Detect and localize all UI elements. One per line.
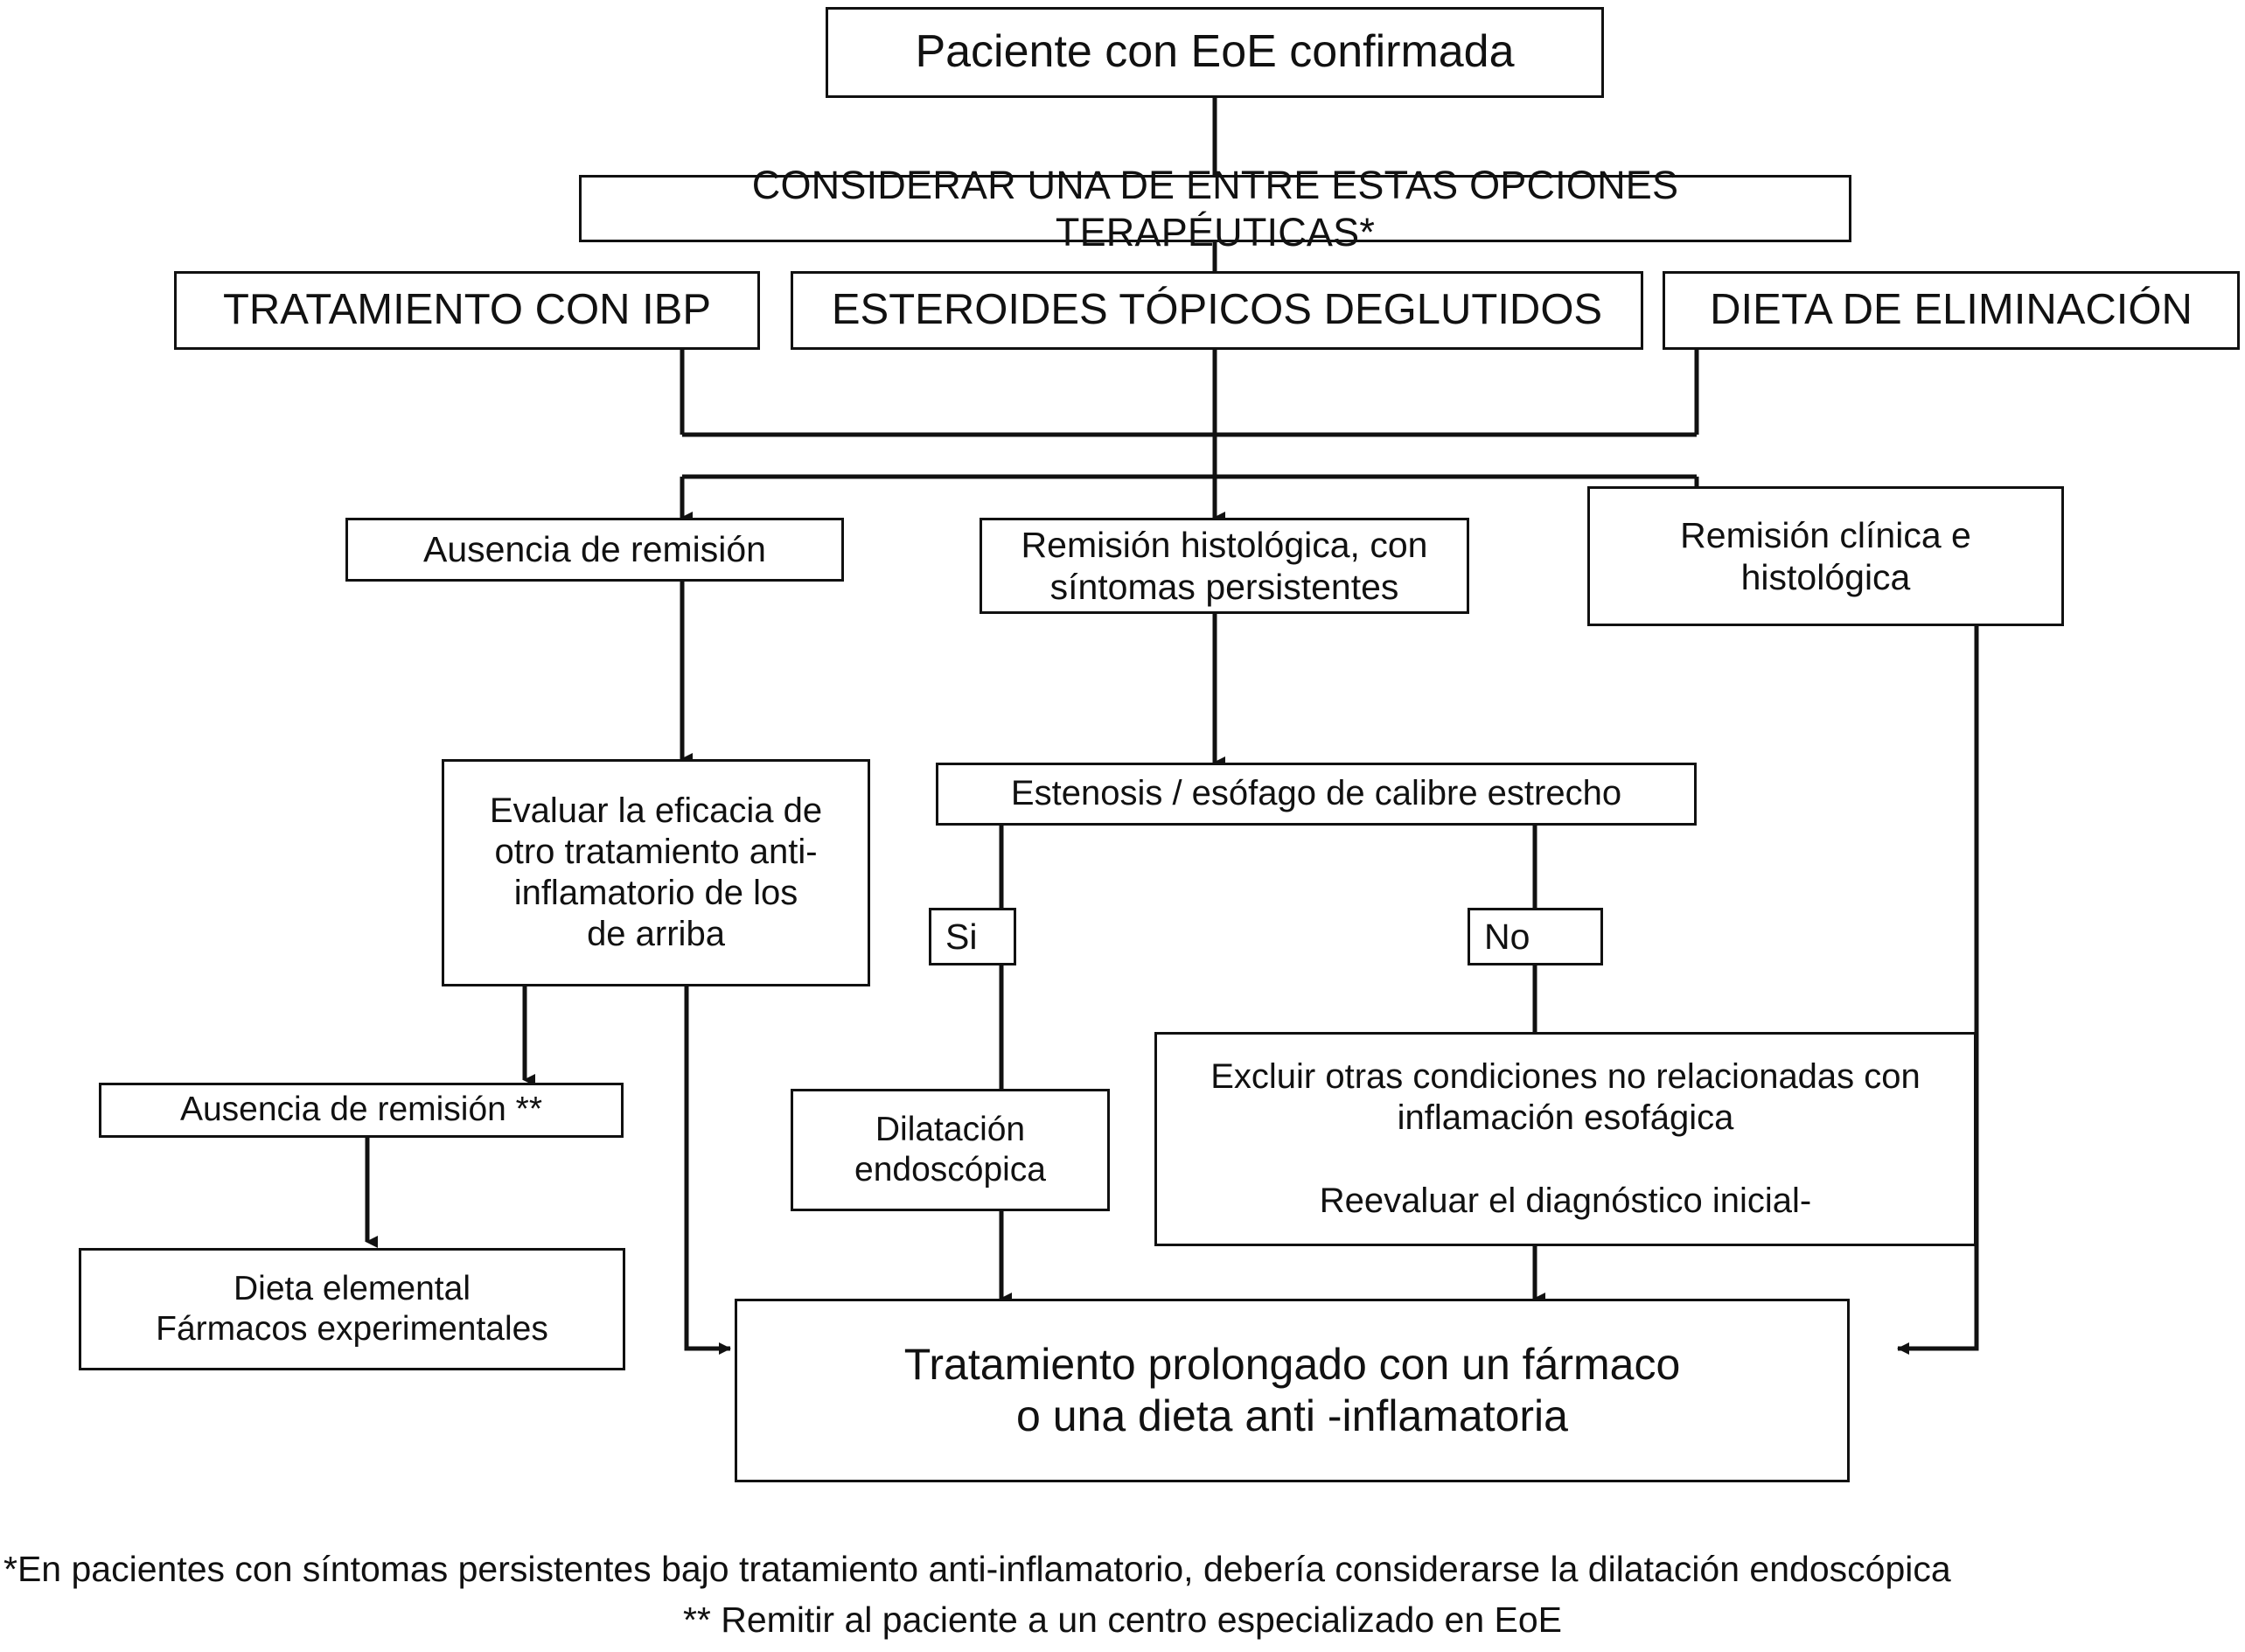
node-elimination-diet[interactable]: DIETA DE ELIMINACIÓN	[1663, 271, 2240, 350]
node-stenosis[interactable]: Estenosis / esófago de calibre estrecho	[936, 763, 1697, 826]
node-yes[interactable]: Si	[929, 908, 1016, 965]
node-elimination-diet-label: DIETA DE ELIMINACIÓN	[1710, 286, 2193, 334]
node-evaluate-other-treatment-label: Evaluar la eficacia de otro tratamiento …	[489, 791, 823, 954]
footnote-single-asterisk: *En pacientes con síntomas persistentes …	[3, 1549, 1951, 1589]
node-ppi-treatment[interactable]: TRATAMIENTO CON IBP	[174, 271, 760, 350]
node-endoscopic-dilation-label: Dilatación endoscópica	[854, 1110, 1046, 1188]
node-topical-steroids-label: ESTEROIDES TÓPICOS DEGLUTIDOS	[831, 286, 1603, 334]
node-consider-options[interactable]: CONSIDERAR UNA DE ENTRE ESTAS OPCIONES T…	[579, 163, 1851, 254]
node-stenosis-label: Estenosis / esófago de calibre estrecho	[1010, 774, 1622, 813]
node-no-remission-label: Ausencia de remisión	[423, 529, 766, 570]
wire-evaluate-to-long-treatment	[684, 986, 731, 1355]
node-evaluate-other-treatment[interactable]: Evaluar la eficacia de otro tratamiento …	[442, 759, 870, 986]
node-no-label: No	[1484, 916, 1530, 957]
node-no-remission[interactable]: Ausencia de remisión	[345, 518, 844, 582]
node-ppi-treatment-label: TRATAMIENTO CON IBP	[222, 286, 712, 334]
node-clinical-remission-label: Remisión clínica e histológica	[1680, 514, 1971, 597]
node-elemental-diet[interactable]: Dieta elemental Fármacos experimentales	[79, 1248, 625, 1370]
node-long-term-treatment-label: Tratamiento prolongado con un fármaco o …	[903, 1340, 1681, 1440]
node-histologic-remission-label: Remisión histológica, con síntomas persi…	[1021, 524, 1428, 607]
node-clinical-remission[interactable]: Remisión clínica e histológica	[1587, 486, 2064, 626]
node-endoscopic-dilation[interactable]: Dilatación endoscópica	[791, 1089, 1110, 1211]
node-no-remission-referral-label: Ausencia de remisión **	[179, 1091, 543, 1129]
node-patient-confirmed-label: Paciente con EoE confirmada	[915, 26, 1515, 78]
footnotes: *En pacientes con síntomas persistentes …	[0, 1544, 2245, 1645]
node-no[interactable]: No	[1468, 908, 1603, 965]
node-long-term-treatment[interactable]: Tratamiento prolongado con un fármaco o …	[735, 1299, 1850, 1482]
node-exclude-conditions-label: Excluir otras condiciones no relacionada…	[1210, 1057, 1921, 1220]
node-elemental-diet-label: Dieta elemental Fármacos experimentales	[156, 1269, 548, 1348]
node-no-remission-referral[interactable]: Ausencia de remisión **	[99, 1083, 624, 1138]
node-patient-confirmed[interactable]: Paciente con EoE confirmada	[826, 7, 1604, 98]
node-topical-steroids[interactable]: ESTEROIDES TÓPICOS DEGLUTIDOS	[791, 271, 1643, 350]
node-consider-options-label: CONSIDERAR UNA DE ENTRE ESTAS OPCIONES T…	[751, 163, 1679, 254]
node-exclude-conditions[interactable]: Excluir otras condiciones no relacionada…	[1154, 1032, 1977, 1246]
footnote-double-asterisk: ** Remitir al paciente a un centro espec…	[682, 1600, 1563, 1641]
node-yes-label: Si	[945, 916, 978, 957]
node-histologic-remission[interactable]: Remisión histológica, con síntomas persi…	[980, 518, 1469, 614]
